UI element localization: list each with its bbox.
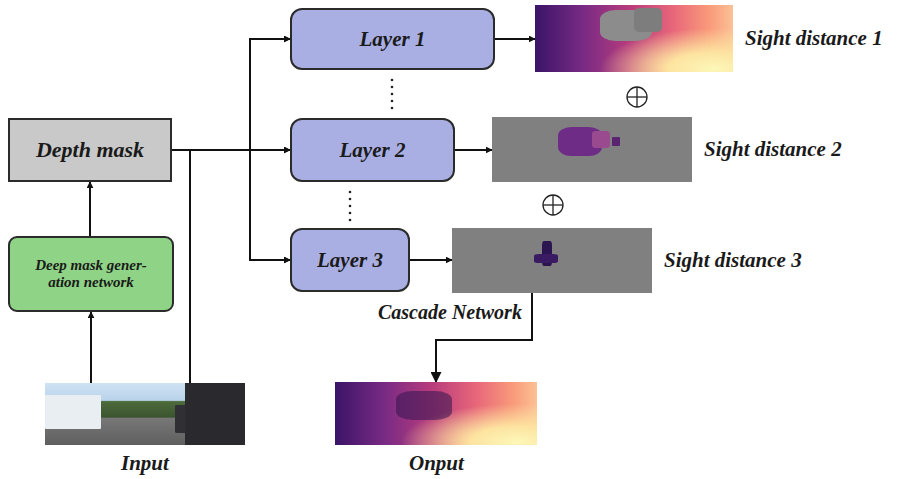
output-depth-map: Onput — [335, 382, 537, 445]
layer-box: Layer 1 — [290, 8, 495, 70]
image-caption: Sight distance 2 — [704, 137, 842, 161]
connector — [190, 150, 290, 383]
image-detail — [612, 137, 620, 147]
depth-map: Sight distance 2 — [492, 117, 692, 182]
connector — [455, 149, 492, 151]
connector — [190, 39, 290, 383]
image-detail — [534, 254, 558, 263]
mask-box: Depth mask — [8, 118, 172, 182]
connector — [495, 38, 535, 40]
connector — [90, 312, 92, 383]
input-image: Input — [45, 383, 245, 445]
layer-box: Layer 2 — [290, 118, 455, 182]
image-detail — [185, 383, 245, 445]
box-label: Layer 1 — [352, 27, 434, 51]
depth-map: Sight distance 3 — [452, 228, 652, 293]
connector-label: Cascade Network — [378, 301, 522, 324]
image-caption: Input — [121, 451, 169, 475]
box-label: Deep mask gener- ation network — [10, 257, 172, 292]
connector — [410, 259, 452, 261]
connector — [190, 150, 290, 383]
image-detail — [592, 131, 610, 147]
plus-symbol — [627, 87, 647, 107]
image-detail — [396, 391, 453, 419]
image-caption: Sight distance 3 — [664, 248, 802, 272]
image-detail — [45, 395, 101, 429]
network-box: Deep mask gener- ation network — [8, 236, 174, 312]
ellipsis-dots — [391, 79, 394, 110]
box-label: Depth mask — [28, 137, 152, 162]
ellipsis-dots — [349, 191, 352, 222]
image-caption: Onput — [409, 451, 464, 475]
image-detail — [634, 8, 662, 31]
connector — [89, 182, 91, 236]
connector — [172, 39, 290, 150]
layer-box: Layer 3 — [290, 228, 410, 292]
box-label: Layer 2 — [332, 138, 414, 162]
plus-symbol — [543, 195, 563, 215]
depth-map: Sight distance 1 — [535, 5, 733, 72]
connector-group — [90, 39, 535, 383]
box-label: Layer 3 — [309, 248, 391, 272]
image-caption: Sight distance 1 — [745, 26, 883, 50]
